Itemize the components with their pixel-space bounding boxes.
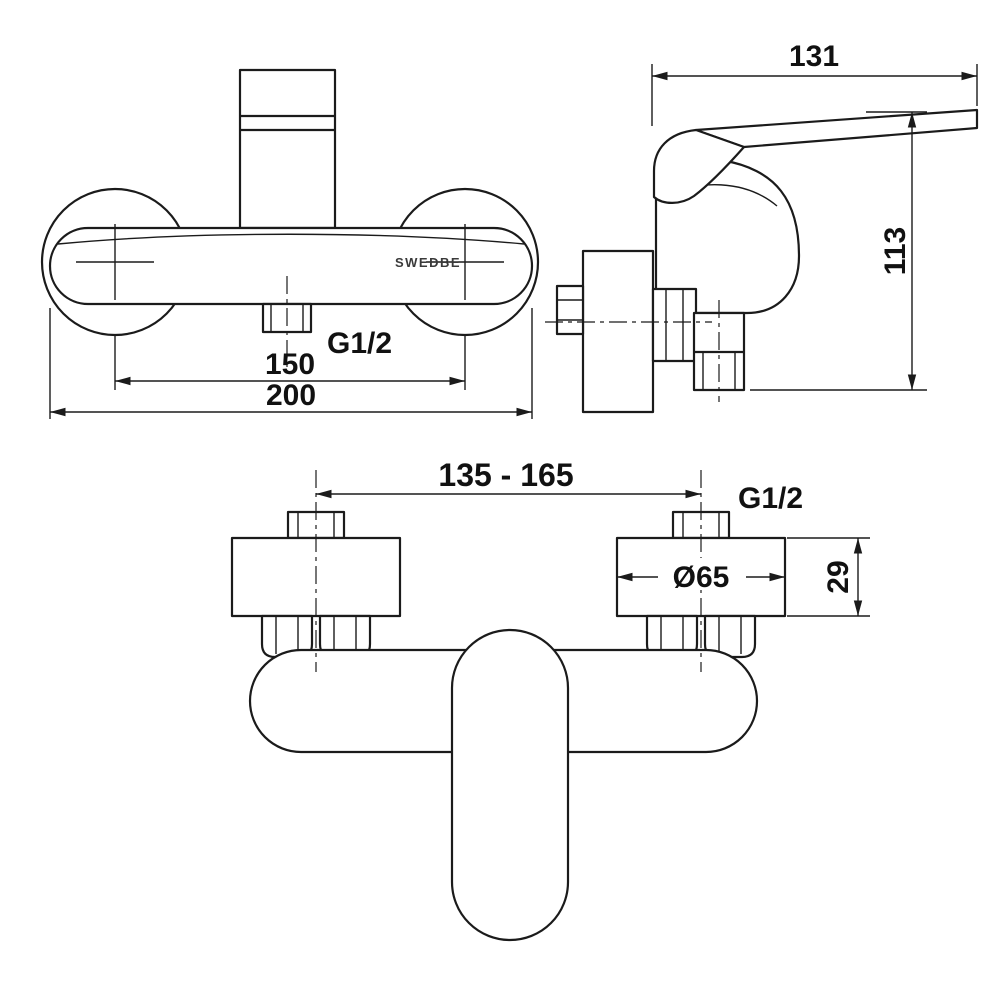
- outlet-thread-label: G1/2: [327, 327, 392, 360]
- dim-131-text: 131: [789, 40, 839, 73]
- lever-knuckle: [652, 128, 746, 204]
- dim-113-text: 113: [879, 227, 912, 275]
- valve-column: [238, 68, 337, 230]
- dim-200-text: 200: [266, 379, 316, 412]
- dim-d65-mask: [658, 558, 746, 590]
- mixer-body-front: [48, 226, 534, 306]
- dim-150-text: 150: [265, 348, 315, 381]
- wall-plate-side: [581, 249, 655, 414]
- front-view: SWEDBE G1/2 150 200: [40, 68, 540, 419]
- side-view: 131 113: [545, 40, 979, 414]
- lever-handle-top: [450, 628, 570, 942]
- lever-blade: [694, 108, 979, 149]
- dim-d65-text: Ø65: [673, 561, 730, 594]
- dim-135-165-text: 135 - 165: [438, 457, 573, 493]
- inlet-connector: [555, 284, 585, 336]
- inlet-thread-label: G1/2: [738, 482, 803, 515]
- top-view: 135 - 165 G1/2 Ø65 29: [230, 457, 870, 942]
- body-top-contour: [57, 233, 525, 245]
- hex-adapter: [651, 287, 698, 363]
- dim-29-text: 29: [822, 560, 855, 593]
- brand-label: SWEDBE: [395, 255, 461, 270]
